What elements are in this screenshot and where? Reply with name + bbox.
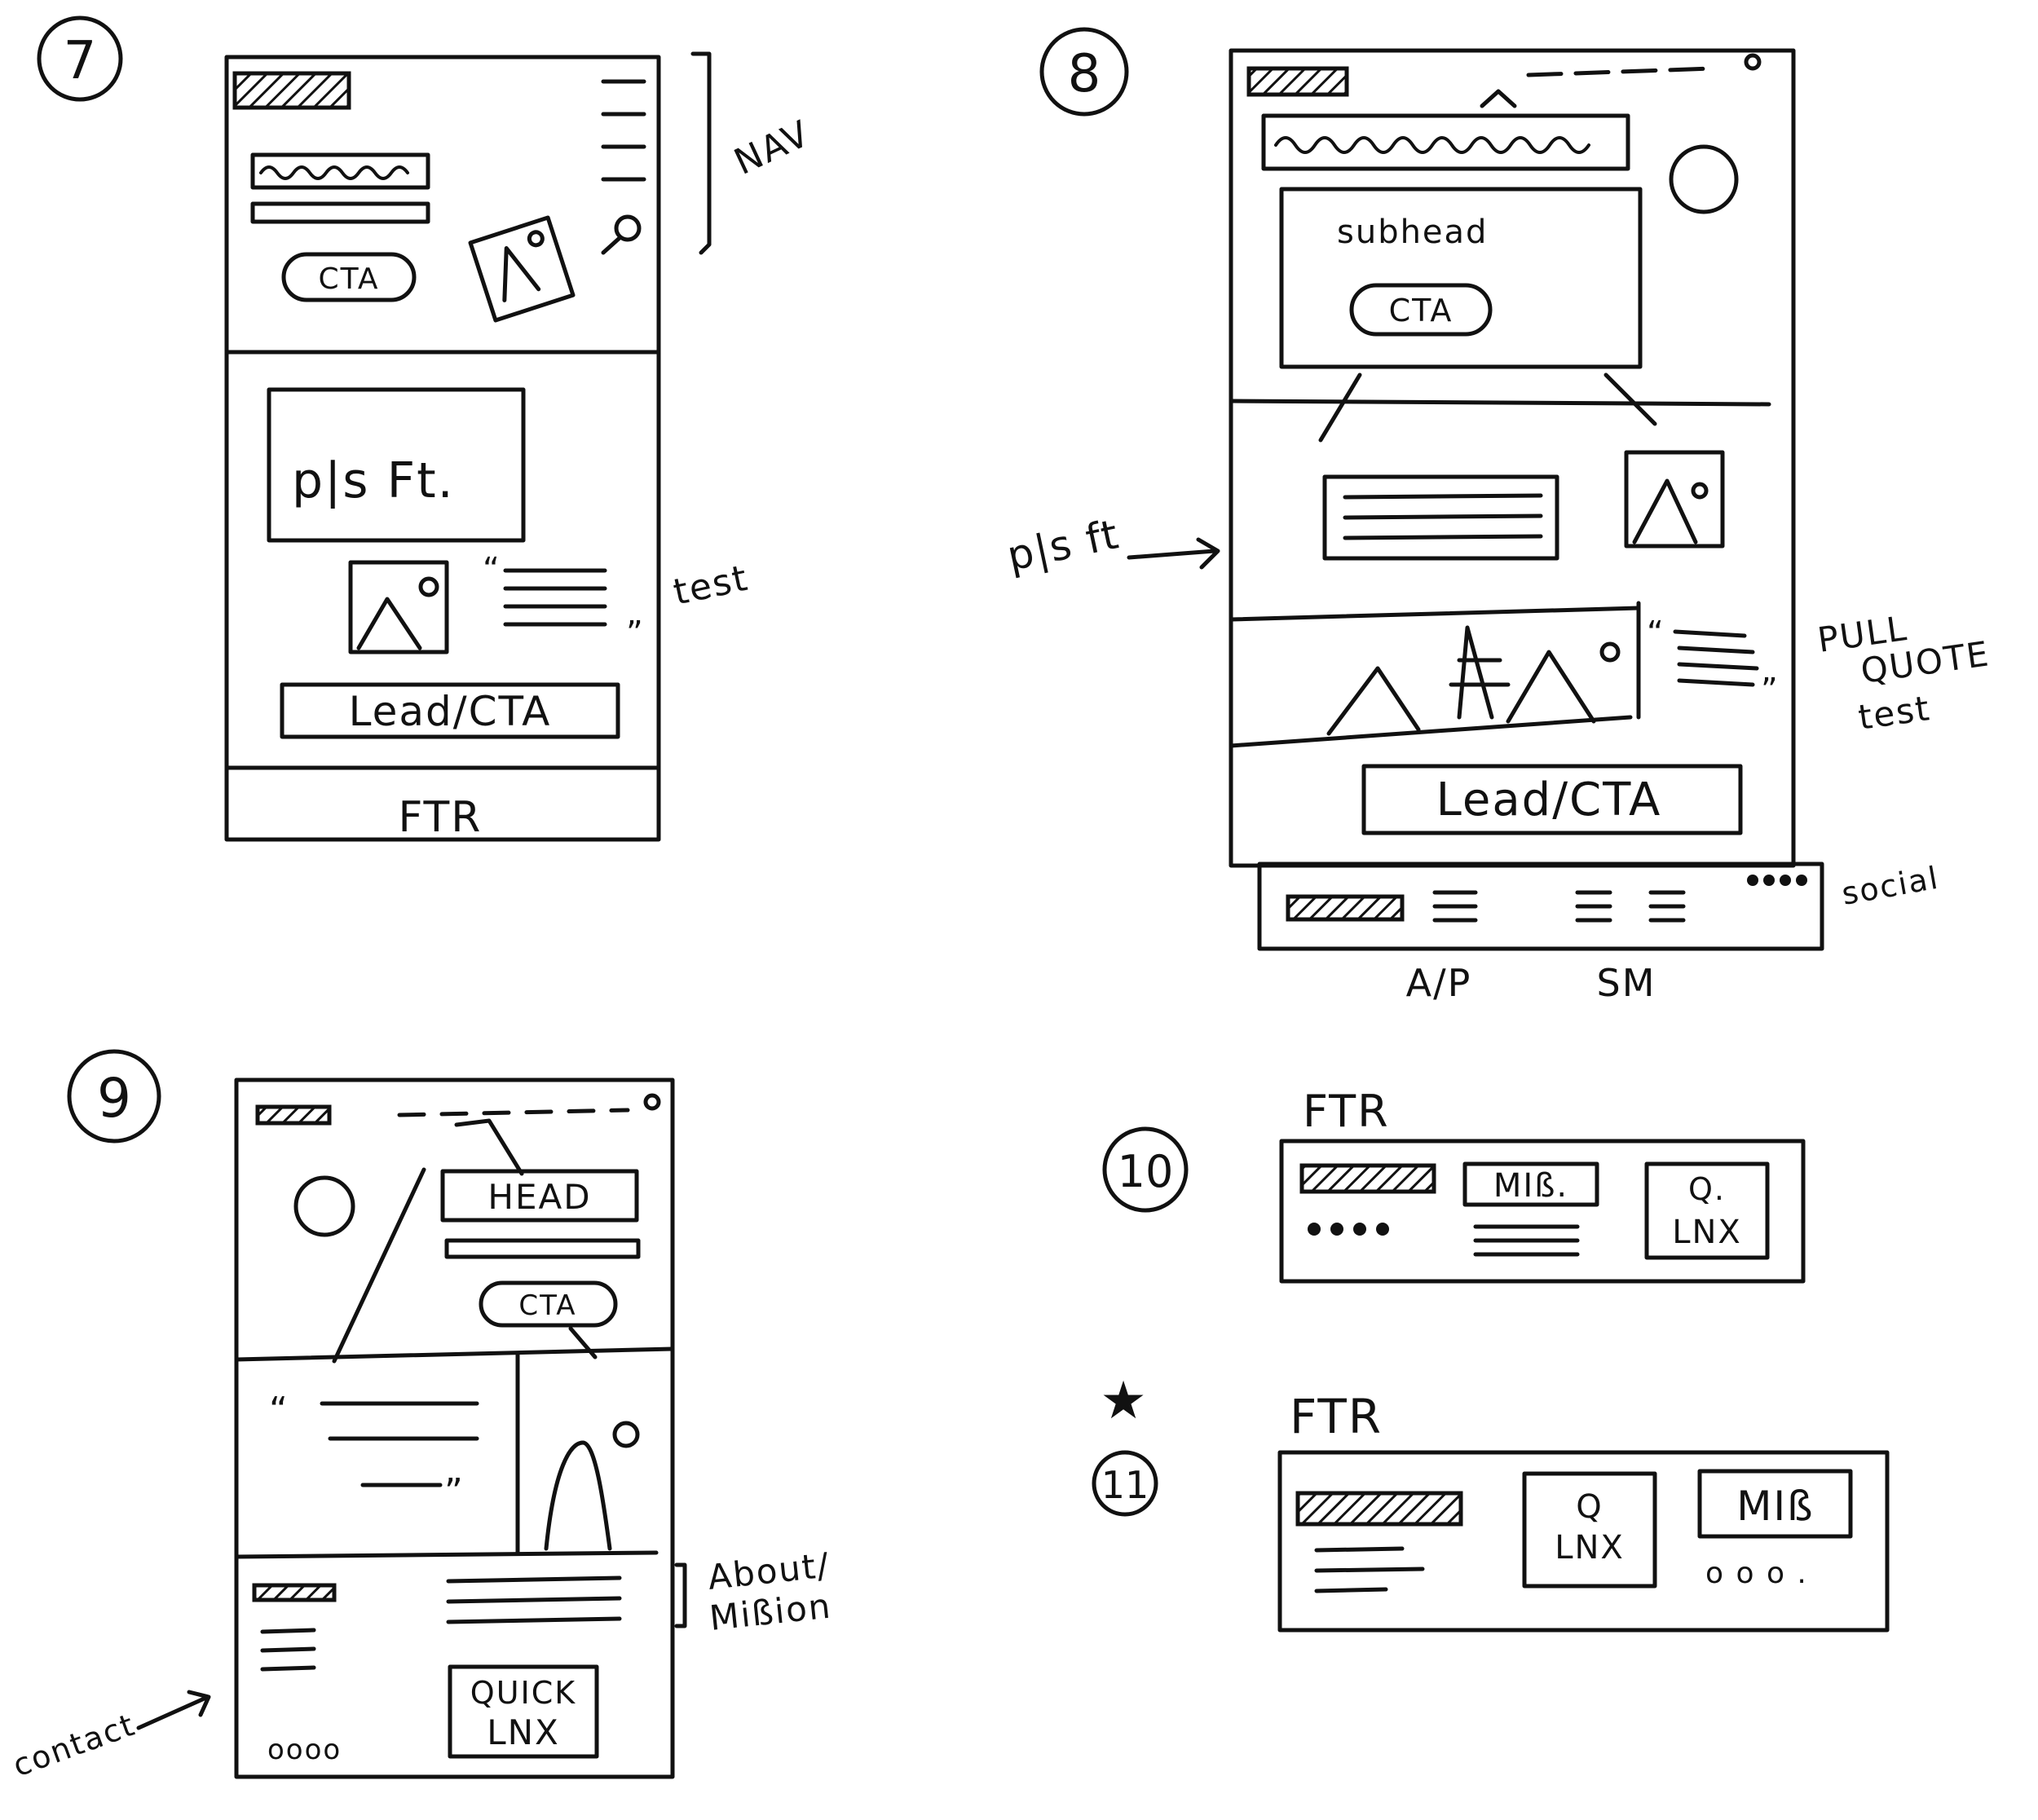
sketch-10-footer-logo xyxy=(1302,1166,1434,1192)
sketch-7-subline xyxy=(253,204,428,222)
sketch-9-logo xyxy=(258,1107,329,1123)
sketch-7-nav-bracket xyxy=(693,54,709,253)
sketch-11-number: 11 xyxy=(1101,1463,1149,1507)
svg-text:”: ” xyxy=(626,615,645,652)
sketch-7: 7 NAV CTA p|s Ft. “ xyxy=(39,18,817,842)
sketch-11-footer-logo xyxy=(1298,1493,1461,1524)
sketch-7-number: 7 xyxy=(64,31,97,91)
sketch-7-cta-label: CTA xyxy=(319,262,380,296)
sketch-9: 9 HEAD CTA “ ” About/ Mißion xyxy=(8,1051,834,1783)
sketch-8-sun-circle xyxy=(1671,147,1736,212)
sketch-9-number: 9 xyxy=(97,1067,131,1130)
sketch-9-lnx-label: LNX xyxy=(487,1712,560,1752)
svg-text:“: “ xyxy=(483,551,501,588)
sketch-9-image-icon xyxy=(546,1443,610,1549)
sketch-9-head-label: HEAD xyxy=(487,1177,591,1217)
sketch-10-number: 10 xyxy=(1118,1146,1174,1197)
sketch-9-contact-label: contact xyxy=(8,1707,140,1784)
svg-text:“: “ xyxy=(1647,615,1665,652)
svg-text:”: ” xyxy=(444,1471,465,1513)
sketch-8-lead-cta-label: Lead/CTA xyxy=(1436,773,1662,826)
sketch-8-logo xyxy=(1249,68,1347,95)
sketch-7-footer-label: FTR xyxy=(399,793,483,842)
sketch-10-social-icons xyxy=(1308,1223,1389,1236)
sketch-11-social-dots: o o o . xyxy=(1705,1557,1808,1590)
sketch-9-contact-arrow xyxy=(139,1692,209,1728)
sketch-7-hero-image-icon xyxy=(470,218,573,320)
sketch-9-social-dots: oooo xyxy=(267,1734,342,1766)
sketch-8-ap-label: A/P xyxy=(1406,961,1472,1005)
sketch-8-number: 8 xyxy=(1068,44,1101,104)
sketch-8-ps-label: p|s ft xyxy=(1003,510,1123,580)
sketch-10-ftr-label: FTR xyxy=(1303,1086,1390,1137)
sketch-11-ftr-label: FTR xyxy=(1290,1389,1383,1444)
sketch-9-quick-label: QUICK xyxy=(470,1675,576,1711)
sketch-8-search-icon xyxy=(1746,55,1759,68)
sketch-8-page-frame xyxy=(1231,51,1793,866)
sketch-11: ★ 11 FTR Q LNX MIß o o o . xyxy=(1094,1371,1887,1630)
sketch-8-landscape-image xyxy=(1231,628,1630,746)
sketch-10: 10 FTR MIß. Q. LNX xyxy=(1105,1086,1803,1281)
sketch-7-lead-cta-label: Lead/CTA xyxy=(349,688,552,735)
sketch-9-footer-logo xyxy=(254,1585,334,1600)
sketch-9-sun-circle xyxy=(296,1178,353,1235)
svg-text:”: ” xyxy=(1761,672,1780,709)
sketch-9-search-icon xyxy=(646,1095,659,1108)
sketch-7-nav-label: NAV xyxy=(728,112,817,183)
sketch-11-q-label: Q xyxy=(1576,1488,1603,1526)
sketch-8-arrow xyxy=(1129,540,1218,567)
sketch-11-star: ★ xyxy=(1100,1371,1146,1431)
sketch-8-pull-quote-label-3: test xyxy=(1856,688,1934,738)
svg-text:“: “ xyxy=(269,1390,289,1431)
sketch-8-social-icons xyxy=(1747,875,1807,886)
sketch-9-page-frame xyxy=(236,1080,673,1777)
sketch-7-logo xyxy=(235,73,349,108)
sketch-11-lnx-label: LNX xyxy=(1555,1529,1625,1567)
sketch-8-subhead-label: subhead xyxy=(1337,214,1488,251)
sketch-9-about-bracket xyxy=(677,1565,685,1626)
sketch-8-cta-label: CTA xyxy=(1389,293,1454,328)
sketch-8-footer-logo xyxy=(1288,897,1402,919)
sketch-10-mission-label: MIß. xyxy=(1493,1167,1568,1205)
sketch-8: 8 subhead CTA p|s ft xyxy=(1003,29,1992,1005)
sketch-11-mission-label: MIß xyxy=(1736,1483,1814,1530)
sketch-10-q-label: Q. xyxy=(1688,1171,1726,1207)
sketch-7-test-label: test xyxy=(670,557,752,614)
sketch-8-sm-label: SM xyxy=(1597,961,1656,1005)
sketch-10-lnx-label: LNX xyxy=(1672,1214,1742,1251)
sketch-7-ps-label: p|s Ft. xyxy=(292,452,455,509)
sketch-9-subline xyxy=(447,1241,638,1257)
sketch-8-social-label: social xyxy=(1839,860,1942,912)
sketch-9-cta-label: CTA xyxy=(518,1289,576,1322)
